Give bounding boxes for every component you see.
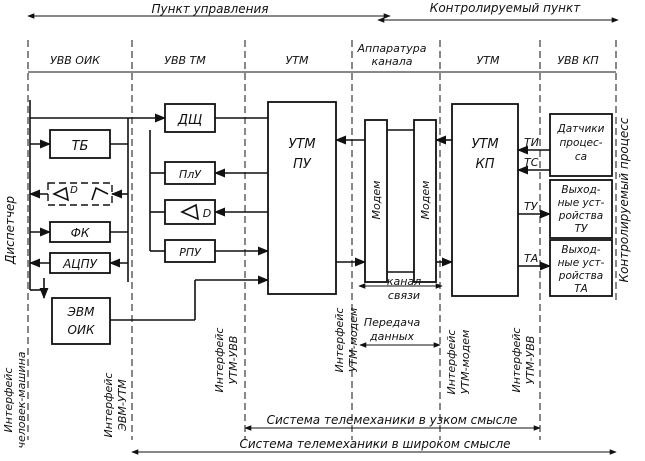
section-channel-2: канала	[371, 55, 412, 68]
svg-text:ПУ: ПУ	[293, 157, 312, 172]
control-point-label: Пункт управления	[152, 2, 269, 16]
channel-link-1: канал	[387, 275, 421, 288]
section-utm-left: УТМ	[286, 54, 309, 67]
svg-text:ОИК: ОИК	[68, 323, 95, 337]
svg-text:ФК: ФК	[71, 226, 90, 240]
interface-utm-uvv-right-1: Интерфейс	[510, 328, 523, 393]
svg-text:ПлУ: ПлУ	[179, 168, 202, 181]
evm-block: ЭВМ ОИК	[51, 297, 111, 345]
dispatcher-label: Диспетчер	[3, 196, 17, 265]
signal-ts: ТС	[524, 156, 539, 169]
section-uvv-tm: УВВ ТМ	[164, 54, 206, 67]
svg-text:ТА: ТА	[574, 283, 588, 295]
svg-text:ройства: ройства	[558, 270, 603, 282]
interface-utm-uvv-left-1: Интерфейс	[213, 328, 226, 393]
svg-text:Выход-: Выход-	[561, 244, 600, 256]
modem-right-block: Модем	[413, 119, 437, 283]
fk-block: ФК	[49, 221, 111, 243]
sensors-block: Датчики процес- са	[549, 113, 613, 177]
interface-utm-modem-left-2: УТМ-модем	[347, 308, 360, 373]
controlled-point-label: Контролируемый пункт	[430, 1, 581, 15]
acpu-block: АЦПУ	[49, 252, 111, 274]
channel-link-2: связи	[388, 289, 420, 302]
broad-label: Система телемеханики в широком смысле	[239, 437, 510, 451]
svg-text:ТБ: ТБ	[72, 139, 89, 154]
svg-text:Выход-: Выход-	[561, 184, 600, 196]
interface-utm-modem-right-2: УТМ-модем	[459, 330, 472, 395]
utm-kp-block: УТМ КП	[451, 103, 519, 297]
interface-evm-utm-1: Интерфейс	[102, 373, 115, 438]
utm-pu-block: УТМ ПУ	[267, 101, 337, 295]
svg-text:ДЩ: ДЩ	[177, 113, 202, 128]
interface-hm-1: Интерфейс	[2, 368, 15, 433]
dsh-block: ДЩ	[164, 103, 216, 133]
display-icon	[52, 186, 70, 202]
output-tu-block: Выход- ные уст- ройства ТУ	[549, 179, 613, 239]
interface-utm-uvv-left-2: УТМ-УВВ	[227, 336, 240, 385]
display-block-tm: D	[164, 199, 216, 225]
display-block: D	[47, 182, 113, 206]
section-uvv-kp: УВВ КП	[557, 54, 598, 67]
interface-utm-modem-right-1: Интерфейс	[445, 330, 458, 395]
svg-text:процес-: процес-	[559, 137, 602, 149]
svg-text:ные уст-: ные уст-	[558, 197, 605, 209]
signal-tu: ТУ	[524, 200, 539, 213]
interface-evm-utm-2: ЭВМ-УТМ	[116, 379, 129, 432]
signal-ti: ТИ	[524, 136, 539, 149]
svg-text:УТМ: УТМ	[288, 137, 315, 152]
svg-text:Датчики: Датчики	[557, 123, 605, 135]
svg-text:ЭВМ: ЭВМ	[67, 305, 96, 319]
controlled-process-label: Контролируемый процесс	[617, 117, 631, 282]
svg-text:D: D	[203, 207, 211, 220]
interface-utm-modem-left-1: Интерфейс	[333, 308, 346, 373]
svg-text:Модем: Модем	[370, 181, 383, 220]
svg-text:D: D	[70, 185, 78, 196]
svg-text:УТМ: УТМ	[471, 137, 498, 152]
section-utm-right: УТМ	[477, 54, 500, 67]
svg-text:са: са	[575, 151, 587, 163]
svg-text:РПУ: РПУ	[179, 246, 202, 259]
svg-text:ройства: ройства	[558, 210, 603, 222]
output-ta-block: Выход- ные уст- ройства ТА	[549, 239, 613, 297]
modem-left-block: Модем	[364, 119, 388, 283]
svg-text:АЦПУ: АЦПУ	[62, 257, 98, 271]
interface-utm-uvv-right-2: УТМ-УВВ	[524, 336, 537, 385]
plu-block: ПлУ	[164, 161, 216, 185]
data-transfer-1: Передача	[364, 316, 421, 329]
display-tm-icon	[180, 203, 199, 221]
tb-block: ТБ	[49, 129, 111, 159]
interface-hm-2: человек-машина	[15, 351, 28, 448]
svg-text:ТУ: ТУ	[575, 223, 588, 235]
svg-text:КП: КП	[475, 157, 494, 172]
display-icon-right	[91, 186, 109, 201]
section-uvv-oik: УВВ ОИК	[50, 54, 101, 67]
data-transfer-2: данных	[369, 330, 414, 343]
svg-text:Модем: Модем	[419, 181, 432, 220]
svg-text:ные уст-: ные уст-	[558, 257, 605, 269]
narrow-label: Система телемеханики в узком смысле	[267, 413, 518, 427]
signal-ta: ТА	[524, 252, 538, 265]
rpu-block: РПУ	[164, 239, 216, 263]
section-channel-1: Аппаратура	[356, 42, 426, 55]
